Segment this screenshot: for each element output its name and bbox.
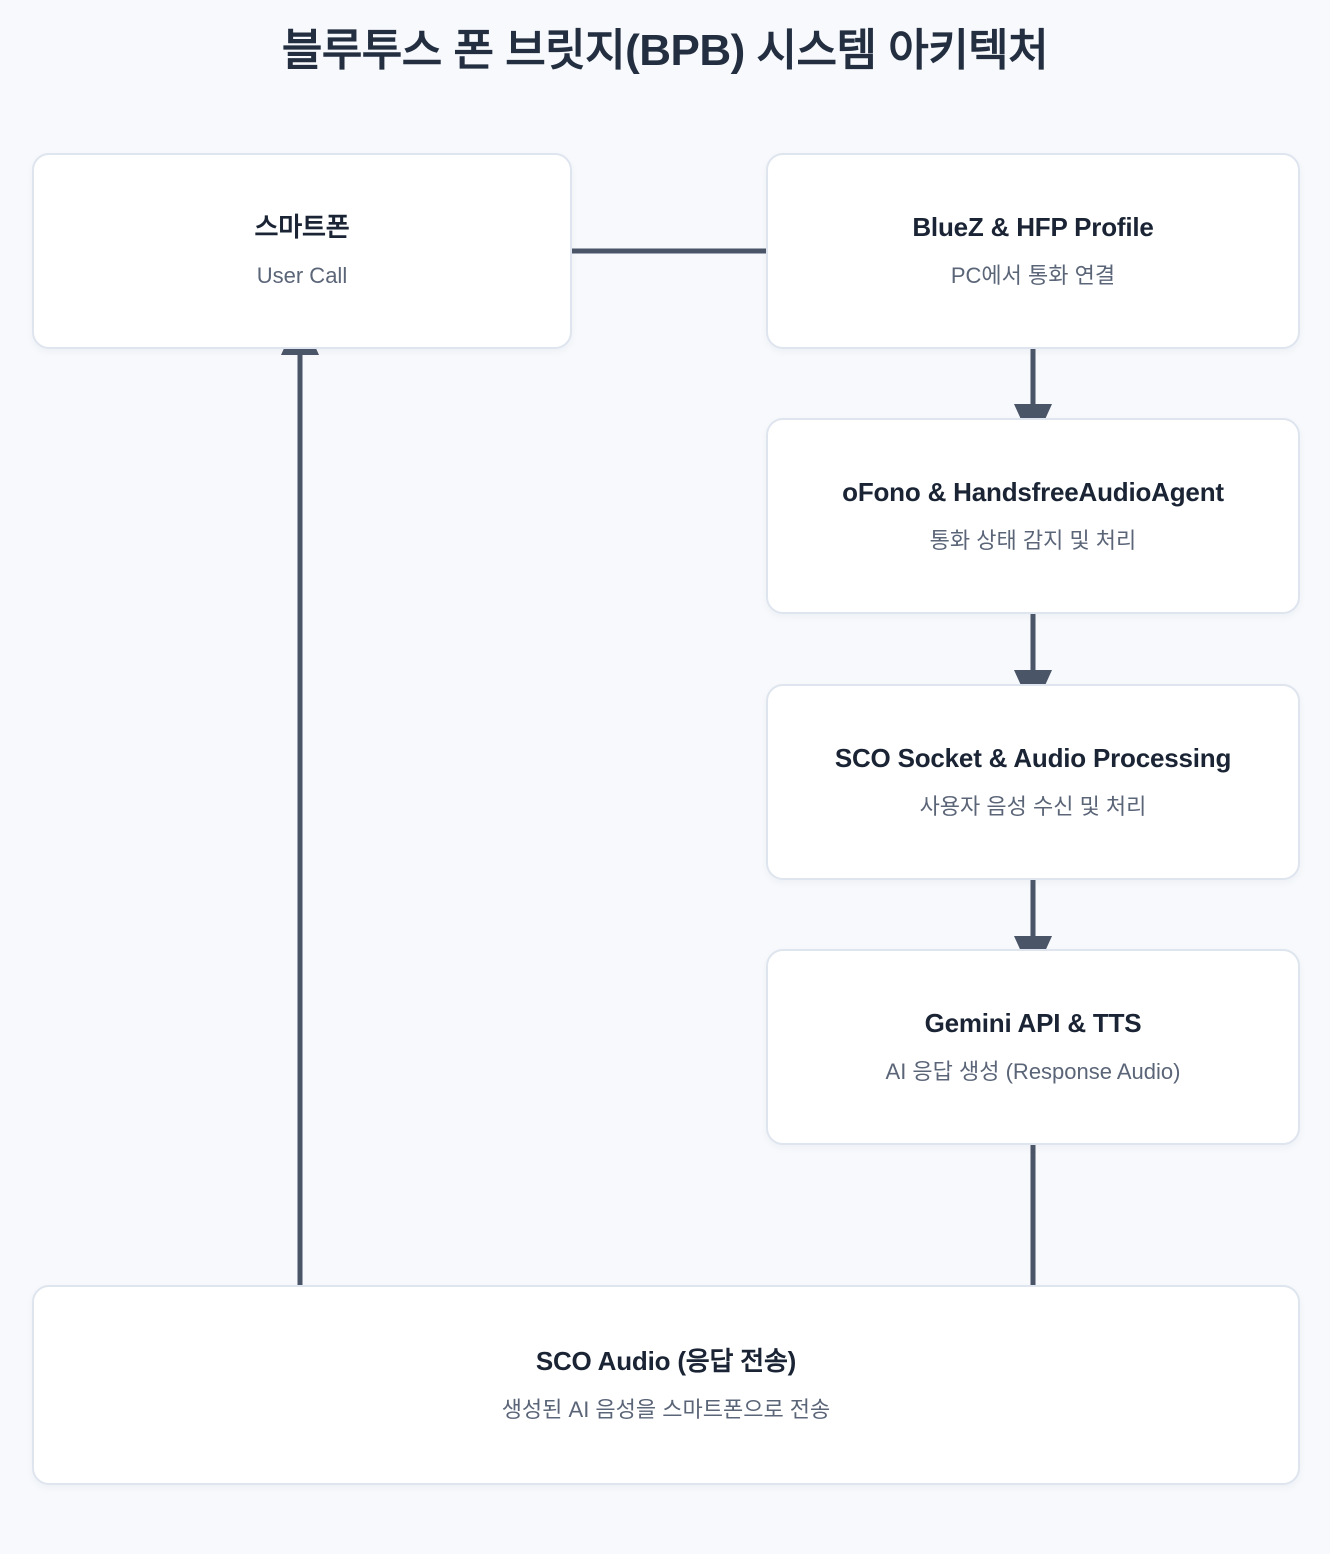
node-bluez-content: BlueZ & HFP Profile PC에서 통화 연결 — [912, 211, 1154, 290]
node-gemini-subtitle: AI 응답 생성 (Response Audio) — [885, 1058, 1181, 1084]
node-bluez-subtitle: PC에서 통화 연결 — [950, 262, 1116, 288]
node-ofono-title: oFono & HandsfreeAudioAgent — [842, 477, 1224, 508]
node-sco-socket-title: SCO Socket & Audio Processing — [834, 743, 1232, 774]
node-sco-socket-subtitle: 사용자 음성 수신 및 처리 — [919, 793, 1147, 819]
node-bluez-hfp-profile[interactable]: BlueZ & HFP Profile PC에서 통화 연결 — [766, 153, 1300, 349]
node-ofono-content: oFono & HandsfreeAudioAgent 통화 상태 감지 및 처… — [842, 476, 1224, 555]
node-gemini-api-tts[interactable]: Gemini API & TTS AI 응답 생성 (Response Audi… — [766, 949, 1300, 1145]
node-ofono-handsfree-audio-agent[interactable]: oFono & HandsfreeAudioAgent 통화 상태 감지 및 처… — [766, 418, 1300, 614]
node-sco-audio-content: SCO Audio (응답 전송) 생성된 AI 음성을 스마트폰으로 전송 — [502, 1345, 831, 1424]
node-sco-audio-response[interactable]: SCO Audio (응답 전송) 생성된 AI 음성을 스마트폰으로 전송 — [32, 1285, 1300, 1485]
node-smartphone[interactable]: 스마트폰 User Call — [32, 153, 572, 349]
node-bluez-title: BlueZ & HFP Profile — [912, 212, 1154, 243]
edge-sco-audio-to-smartphone — [281, 313, 319, 1287]
node-gemini-content: Gemini API & TTS AI 응답 생성 (Response Audi… — [886, 1007, 1181, 1086]
node-gemini-title: Gemini API & TTS — [924, 1008, 1142, 1039]
node-smartphone-title: 스마트폰 — [254, 212, 350, 243]
node-sco-audio-subtitle: 생성된 AI 음성을 스마트폰으로 전송 — [501, 1396, 831, 1422]
node-ofono-subtitle: 통화 상태 감지 및 처리 — [929, 527, 1137, 553]
node-sco-audio-title: SCO Audio (응답 전송) — [535, 1346, 797, 1377]
node-sco-socket-content: SCO Socket & Audio Processing 사용자 음성 수신 … — [834, 742, 1232, 821]
node-smartphone-subtitle: User Call — [256, 262, 348, 288]
node-sco-socket-audio-processing[interactable]: SCO Socket & Audio Processing 사용자 음성 수신 … — [766, 684, 1300, 880]
page-title: 블루투스 폰 브릿지(BPB) 시스템 아키텍처 — [281, 26, 1049, 75]
node-smartphone-content: 스마트폰 User Call — [255, 211, 350, 290]
